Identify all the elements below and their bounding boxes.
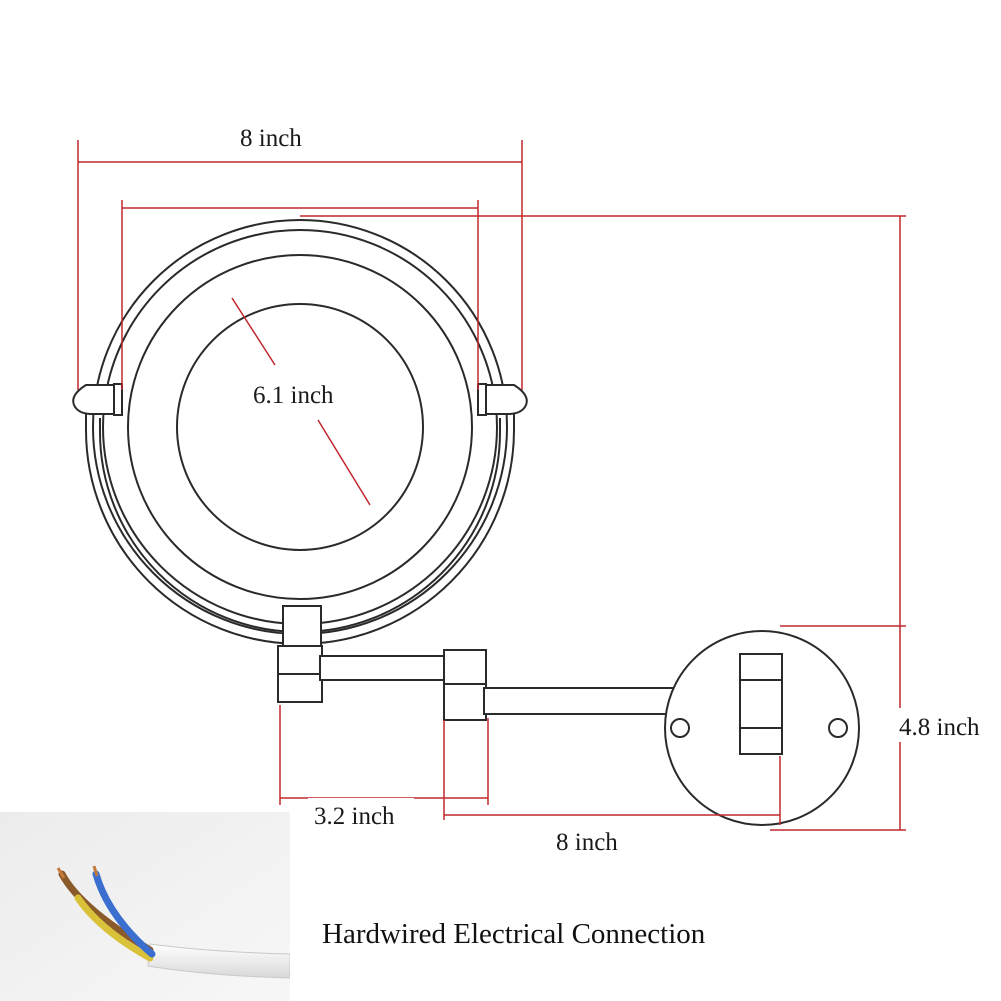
- mirror-yoke: [72, 383, 528, 645]
- mirror-diameter-label: 6.1 inch: [253, 382, 334, 409]
- wire-photo: [0, 812, 290, 1001]
- dimension-lines: [77, 140, 906, 831]
- outer-width-label: 8 inch: [240, 125, 302, 152]
- arm-second-segment-label: 8 inch: [556, 829, 618, 856]
- arm-first-segment-label: 3.2 inch: [314, 803, 395, 830]
- mirror-head: [92, 219, 508, 635]
- total-height-label: 4.8 inch: [899, 714, 980, 741]
- wall-plate: [664, 630, 860, 826]
- hardwired-caption: Hardwired Electrical Connection: [322, 918, 706, 950]
